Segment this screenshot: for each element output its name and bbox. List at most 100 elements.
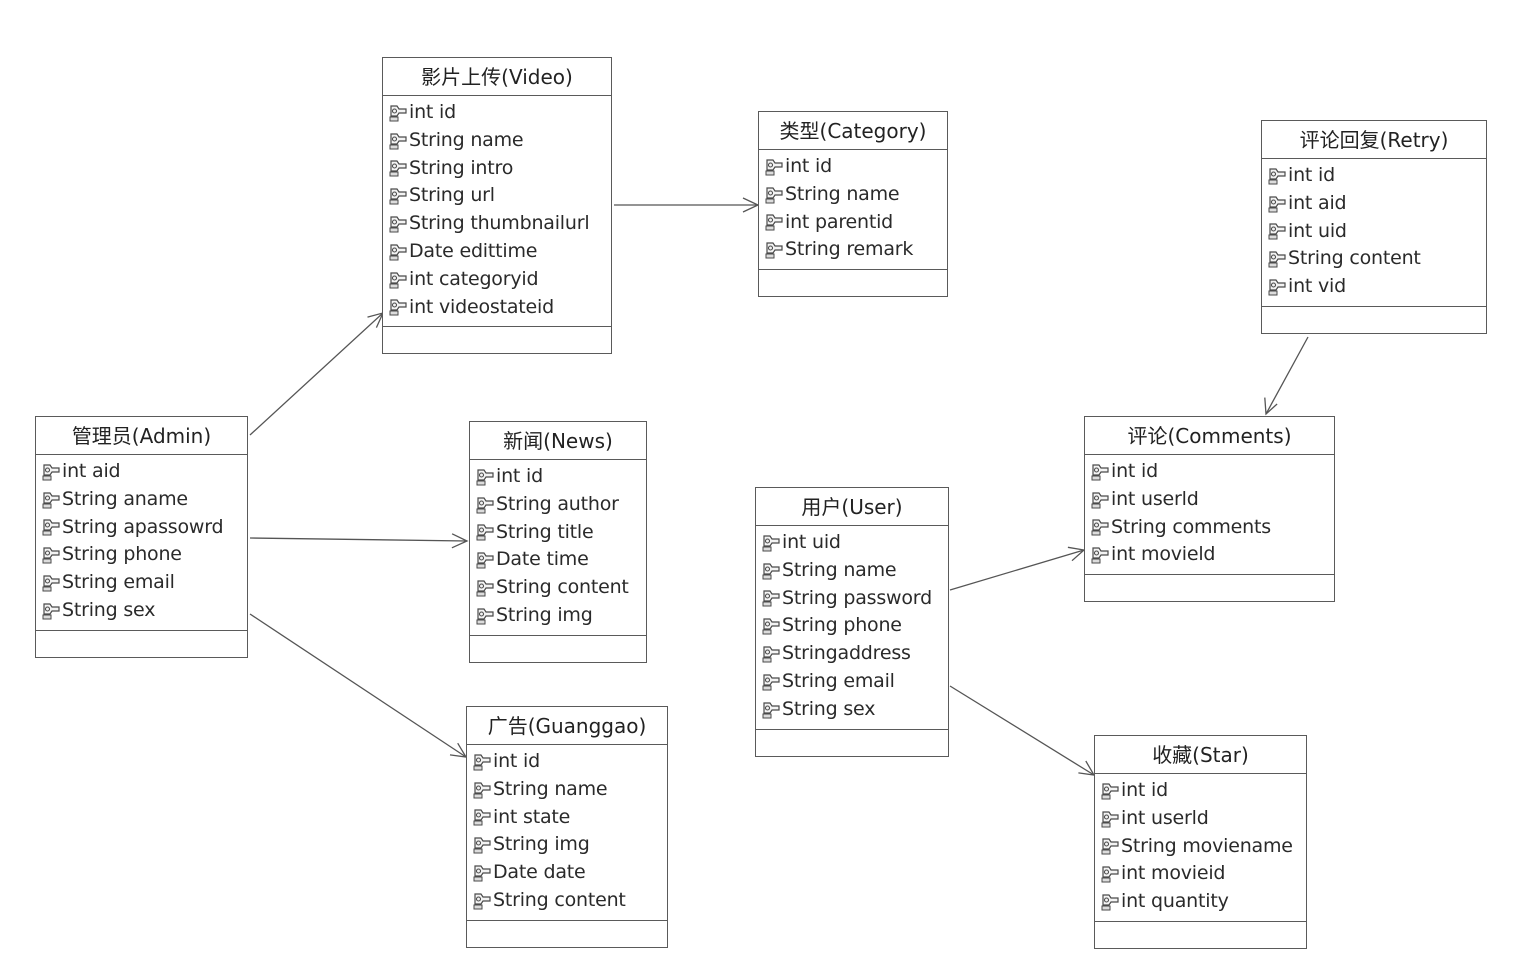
attribute-key-icon [760, 616, 782, 636]
class-title: 新闻(News) [470, 422, 646, 460]
attribute-key-icon [387, 270, 409, 290]
attribute-key-icon [1099, 836, 1121, 856]
attribute: String title [474, 519, 646, 547]
attribute: Date edittime [387, 238, 611, 266]
attribute-key-icon [1089, 462, 1111, 482]
class-user[interactable]: 用户(User) int uid String name String pass… [755, 487, 949, 757]
attribute: Date time [474, 546, 646, 574]
attribute-key-icon [1099, 781, 1121, 801]
attribute-key-icon [40, 462, 62, 482]
attribute-key-icon [474, 495, 496, 515]
class-retry[interactable]: 评论回复(Retry) int id int aid int uid Strin… [1261, 120, 1487, 334]
class-admin[interactable]: 管理员(Admin) int aid String aname String a… [35, 416, 248, 658]
attribute-key-icon [1266, 249, 1288, 269]
attribute: int id [1099, 777, 1306, 805]
class-star[interactable]: 收藏(Star) int id int userld String movien… [1094, 735, 1307, 949]
attribute-key-icon [760, 588, 782, 608]
attribute: int aid [1266, 190, 1486, 218]
attribute: String aname [40, 486, 247, 514]
attribute: int state [471, 804, 667, 832]
attribute: int userld [1099, 805, 1306, 833]
attribute-key-icon [1099, 809, 1121, 829]
attribute-key-icon [471, 807, 493, 827]
attribute-list: int aid String aname String apassowrd St… [36, 455, 247, 631]
attribute-key-icon [763, 212, 785, 232]
attribute: String name [387, 127, 611, 155]
class-title: 类型(Category) [759, 112, 947, 150]
attribute-list: int id int userld String comments int mo… [1085, 455, 1334, 576]
class-title: 评论回复(Retry) [1262, 121, 1486, 159]
attribute-key-icon [760, 700, 782, 720]
class-title: 用户(User) [756, 488, 948, 526]
attribute: String thumbnailurl [387, 210, 611, 238]
attribute-key-icon [471, 780, 493, 800]
attribute: String name [471, 776, 667, 804]
attribute-key-icon [40, 601, 62, 621]
open-arrowhead-icon [1264, 397, 1278, 416]
attribute: Stringaddress [760, 640, 948, 668]
attribute-key-icon [763, 185, 785, 205]
attribute: int vid [1266, 273, 1486, 301]
attribute: String sex [760, 696, 948, 724]
attribute: String content [1266, 245, 1486, 273]
attribute-key-icon [40, 490, 62, 510]
attribute-key-icon [40, 517, 62, 537]
class-category[interactable]: 类型(Category) int id String name int pare… [758, 111, 948, 297]
open-arrowhead-icon [1067, 546, 1086, 562]
attribute-list: int id String name String intro String u… [383, 96, 611, 328]
attribute: int parentid [763, 209, 947, 237]
attribute-key-icon [1099, 892, 1121, 912]
attribute-key-icon [1266, 166, 1288, 186]
class-guanggao[interactable]: 广告(Guanggao) int id String name int stat… [466, 706, 668, 948]
attribute-key-icon [387, 186, 409, 206]
attribute-key-icon [1089, 490, 1111, 510]
attribute-list: int id String name int state String img … [467, 745, 667, 921]
attribute-key-icon [387, 214, 409, 234]
attribute-key-icon [474, 467, 496, 487]
attribute: String content [474, 574, 646, 602]
attribute: String img [474, 602, 646, 630]
attribute: int id [1089, 458, 1334, 486]
attribute: String comments [1089, 514, 1334, 542]
association-admin-video [249, 312, 384, 436]
attribute: int videostateid [387, 294, 611, 322]
attribute-list: int id String author String title Date t… [470, 460, 646, 636]
class-video[interactable]: 影片上传(Video) int id String name String in… [382, 57, 612, 354]
attribute-key-icon [474, 606, 496, 626]
attribute: int movieid [1099, 860, 1306, 888]
attribute: String intro [387, 155, 611, 183]
attribute-key-icon [387, 297, 409, 317]
attribute: String phone [760, 612, 948, 640]
attribute-key-icon [760, 533, 782, 553]
attribute: String author [474, 491, 646, 519]
attribute-list: int id int aid int uid String content in… [1262, 159, 1486, 307]
attribute: int id [1266, 162, 1486, 190]
open-arrowhead-icon [451, 533, 469, 549]
attribute-key-icon [474, 550, 496, 570]
attribute: int id [763, 153, 947, 181]
association-user-star [949, 685, 1095, 776]
attribute-key-icon [1089, 545, 1111, 565]
attribute-key-icon [1266, 221, 1288, 241]
class-news[interactable]: 新闻(News) int id String author String tit… [469, 421, 647, 663]
attribute: String password [760, 585, 948, 613]
attribute: String url [387, 182, 611, 210]
attribute-key-icon [760, 644, 782, 664]
attribute-key-icon [471, 835, 493, 855]
attribute-key-icon [474, 522, 496, 542]
attribute: int userld [1089, 486, 1334, 514]
attribute-key-icon [760, 561, 782, 581]
attribute-key-icon [1266, 277, 1288, 297]
attribute: String img [471, 831, 667, 859]
attribute: String sex [40, 597, 247, 625]
attribute: int id [387, 99, 611, 127]
open-arrowhead-icon [449, 742, 468, 758]
attribute-key-icon [471, 752, 493, 772]
class-comments[interactable]: 评论(Comments) int id int userld String co… [1084, 416, 1335, 602]
attribute: String email [40, 569, 247, 597]
association-admin-news [249, 537, 468, 542]
class-title: 广告(Guanggao) [467, 707, 667, 745]
association-admin-guanggao [249, 613, 467, 758]
attribute: String email [760, 668, 948, 696]
